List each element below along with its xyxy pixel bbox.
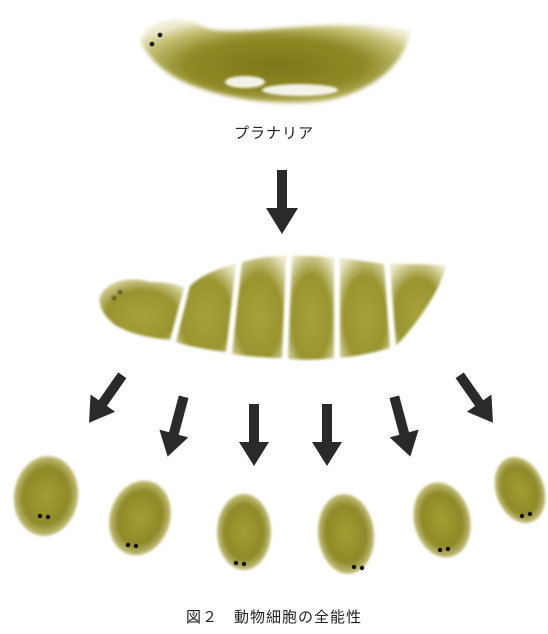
planarian-piece (406, 476, 479, 563)
planarian-whole (140, 20, 410, 103)
eye-dot-icon (438, 548, 442, 552)
down-arrow-icon (447, 367, 505, 432)
eye-dot-icon (360, 566, 364, 570)
highlight (225, 76, 265, 88)
planarian-piece (100, 473, 181, 564)
regeneration-arrows (77, 367, 505, 466)
segment (100, 279, 184, 340)
eye-dot-icon (158, 33, 163, 38)
segment (390, 264, 446, 346)
planarian-piece (9, 452, 84, 540)
eye-dot-icon (134, 544, 138, 548)
figure-caption: 図２ 動物細胞の全能性 (0, 606, 548, 627)
regenerated-planarians (9, 450, 548, 577)
segment (176, 264, 236, 352)
highlight (262, 84, 338, 96)
segment (340, 258, 390, 358)
organism-label: プラナリア (0, 122, 548, 143)
planarian-segmented (100, 256, 446, 360)
down-arrow-icon (153, 393, 198, 461)
eye-dot-icon (46, 515, 50, 519)
planarian-piece (486, 450, 548, 530)
eye-dot-icon (112, 296, 116, 300)
down-arrow-icon (312, 404, 342, 466)
planarian-piece (217, 494, 271, 570)
eye-dot-icon (520, 514, 524, 518)
eye-dot-icon (118, 290, 122, 294)
planarian-piece (314, 491, 378, 576)
down-arrow-icon (380, 393, 425, 461)
segment (288, 256, 334, 360)
eye-dot-icon (234, 561, 238, 565)
eye-dot-icon (126, 543, 130, 547)
down-arrow-icon (77, 367, 135, 432)
down-arrow-icon (239, 404, 269, 466)
eye-dot-icon (150, 42, 155, 47)
eye-dot-icon (352, 565, 356, 569)
eye-dot-icon (528, 512, 532, 516)
segment (232, 256, 286, 358)
eye-dot-icon (446, 547, 450, 551)
down-arrow-icon (266, 170, 298, 234)
eye-dot-icon (38, 514, 42, 518)
eye-dot-icon (242, 562, 246, 566)
